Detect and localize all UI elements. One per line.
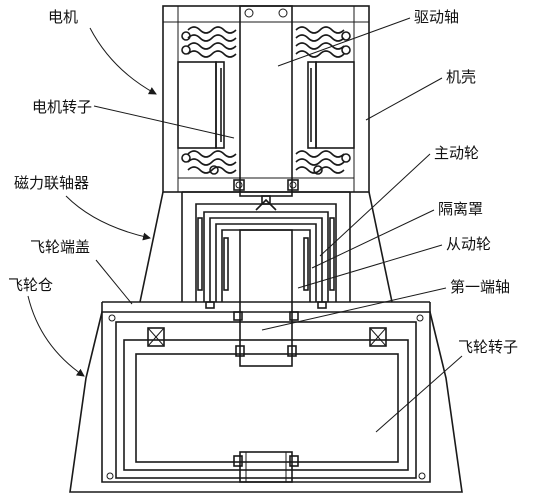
flywheel-bearings-top xyxy=(147,327,387,347)
leader-flywheel-rotor xyxy=(375,355,463,433)
arrow-magnetic-coupling xyxy=(65,195,151,241)
label-flywheel-end-cover: 飞轮端盖 xyxy=(30,238,90,256)
arrow-motor xyxy=(89,27,157,95)
end-cover-seals xyxy=(205,301,327,309)
winding-bottom-right xyxy=(295,150,351,175)
motor-bearings xyxy=(233,179,299,191)
coupling-housing xyxy=(139,191,393,303)
leader-casing xyxy=(365,77,443,121)
label-first-end-shaft: 第一端轴 xyxy=(450,278,510,296)
label-motor: 电机 xyxy=(48,8,78,26)
isolation-cover xyxy=(209,217,323,302)
label-drive-shaft: 驱动轴 xyxy=(414,8,459,26)
coupling-hub xyxy=(255,195,277,211)
leader-motor-rotor xyxy=(93,105,235,139)
label-driving-wheel: 主动轮 xyxy=(434,144,479,162)
label-flywheel-rotor: 飞轮转子 xyxy=(458,338,518,356)
motor-housing xyxy=(162,5,370,193)
label-casing: 机壳 xyxy=(446,68,476,86)
drive-shaft xyxy=(239,5,293,197)
driven-wheel xyxy=(215,223,317,302)
leader-first-end-shaft xyxy=(261,287,447,331)
arrow-flywheel-housing xyxy=(27,295,85,377)
leader-driving-wheel xyxy=(319,153,431,257)
label-flywheel-housing: 飞轮仓 xyxy=(8,276,53,294)
motor-stator-left xyxy=(177,61,217,149)
leader-drive-shaft xyxy=(277,17,411,67)
lower-shaft-block xyxy=(233,451,299,483)
leader-flywheel-end-cover xyxy=(95,259,133,305)
leader-isolation-cover xyxy=(311,209,435,269)
flywheel-rotor xyxy=(123,339,409,471)
motor-rotor-core xyxy=(215,61,317,149)
leader-driven-wheel xyxy=(297,244,443,289)
leader-lines xyxy=(27,17,463,433)
label-isolation-cover: 隔离罩 xyxy=(438,200,483,218)
label-driven-wheel: 从动轮 xyxy=(446,235,491,253)
winding-bottom-left xyxy=(181,150,237,175)
winding-top-left xyxy=(181,26,237,58)
first-end-shaft xyxy=(233,229,299,367)
motor-stator-right xyxy=(315,61,355,149)
winding-top-right xyxy=(295,26,351,58)
label-magnetic-coupling: 磁力联轴器 xyxy=(14,174,89,192)
flywheel-housing xyxy=(69,301,463,493)
driving-wheel xyxy=(195,203,337,302)
label-motor-rotor: 电机转子 xyxy=(32,98,92,116)
